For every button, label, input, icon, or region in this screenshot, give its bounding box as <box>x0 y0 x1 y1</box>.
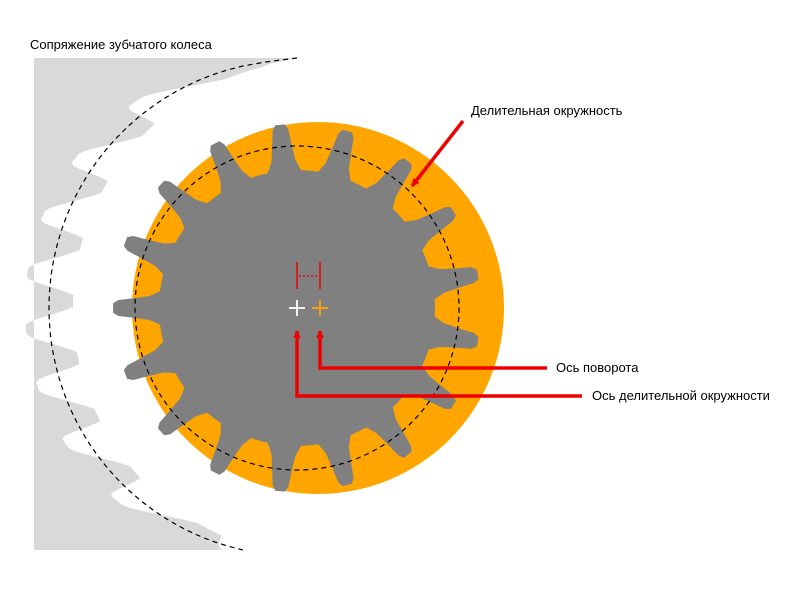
annotation-arrows <box>293 119 582 398</box>
pitch-circle-axis-marker <box>289 300 305 316</box>
rotation-axis-label: Ось поворота <box>556 360 639 375</box>
pitch-circle-arrow <box>410 119 465 188</box>
rotation-axis-arrow <box>316 330 547 370</box>
pitch-circle-axis-arrow <box>293 330 582 398</box>
rotation-axis-marker <box>312 300 328 316</box>
pitch-circle-line <box>134 145 460 471</box>
diagram-title: Сопряжение зубчатого колеса <box>30 37 213 52</box>
axis-offset-dimension <box>296 262 321 289</box>
pitch-circle-label: Делительная окружность <box>471 103 623 118</box>
pitch-circle-axis-label: Ось делительной окружности <box>592 388 770 403</box>
gear-rack <box>25 58 295 550</box>
